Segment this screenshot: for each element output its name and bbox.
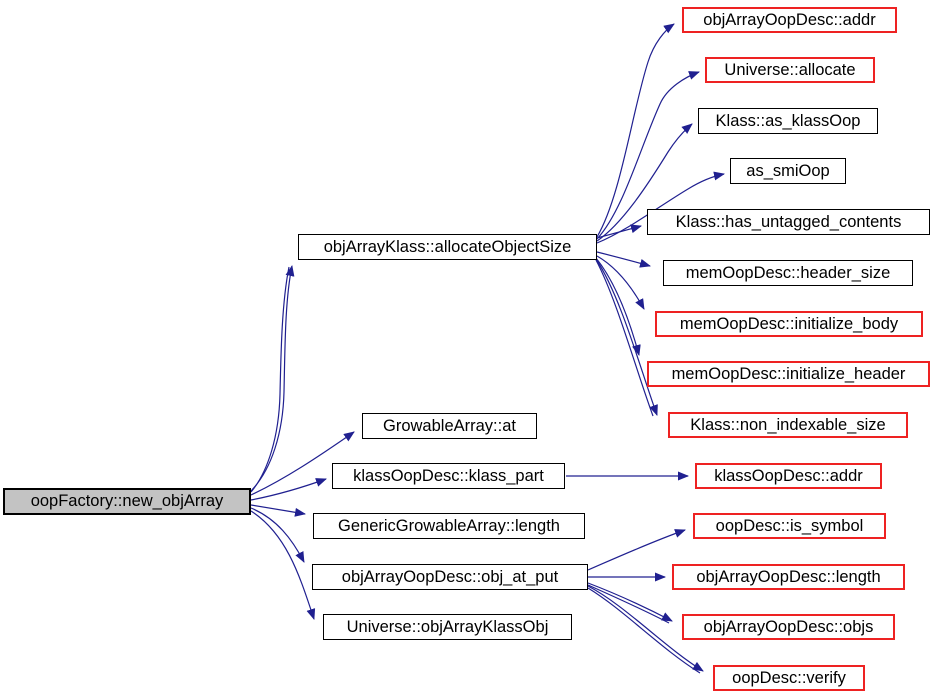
edge-newobjarray-growablearray-at [250,431,355,496]
node-klass-has-untagged-contents[interactable]: Klass::has_untagged_contents [647,209,930,235]
edge-allocate-non-indexable [595,259,654,417]
node-objarrayoopdesc-length[interactable]: objArrayOopDesc::length [672,564,905,590]
node-universe-objarrayklassobj[interactable]: Universe::objArrayKlassObj [323,614,572,640]
node-memoopdesc-initialize-header[interactable]: memOopDesc::initialize_header [647,361,930,387]
node-objarrayklass-allocateobjectsize[interactable]: objArrayKlass::allocateObjectSize [298,234,597,260]
edge-allocate-header-size [596,251,651,268]
node-klassoopdesc-addr[interactable]: klassOopDesc::addr [695,463,882,489]
node-genericgrowablearray-length[interactable]: GenericGrowableArray::length [313,513,585,539]
node-growablearray-at[interactable]: GrowableArray::at [362,413,537,439]
edge-newobjarray-length [250,504,306,517]
node-objarrayoopdesc-objs[interactable]: objArrayOopDesc::objs [682,614,895,640]
edge-newobjarray-objarrayklassobj [250,510,316,620]
node-memoopdesc-initialize-body[interactable]: memOopDesc::initialize_body [655,311,923,337]
edge-allocate-addr [596,23,675,238]
edge-newobjarray-klass-part [250,478,327,501]
edge-newobjarray-obj-at-put [250,507,305,563]
edge-objatput-verify [587,587,701,674]
node-klass-as-klassoop[interactable]: Klass::as_klassOop [698,108,878,134]
edge-allocate-non-indexable-arrow [595,258,658,416]
node-objarrayoopdesc-addr[interactable]: objArrayOopDesc::addr [682,7,897,33]
node-oopdesc-is-symbol[interactable]: oopDesc::is_symbol [693,513,886,539]
node-oopfactory-new-objarray: oopFactory::new_objArray [3,488,251,515]
node-oopdesc-verify[interactable]: oopDesc::verify [713,665,865,691]
node-klassoopdesc-klass-part[interactable]: klassOopDesc::klass_part [332,463,565,489]
node-universe-allocate[interactable]: Universe::allocate [705,57,875,83]
edge-newobjarray-allocateobjectsize-arrow [250,265,295,492]
edge-allocate-initialize-body [596,255,645,310]
edge-allocate-initialize-header [595,257,641,356]
node-memoopdesc-header-size[interactable]: memOopDesc::header_size [663,260,913,286]
edge-allocate-has-untagged [596,224,642,239]
node-as-smioop[interactable]: as_smiOop [730,158,846,184]
edge-newobjarray-allocateobjectsize [250,266,290,493]
edge-objatput-is-symbol [587,529,686,571]
edge-objatput-objs-arrow [587,582,673,622]
node-klass-non-indexable-size[interactable]: Klass::non_indexable_size [668,412,908,438]
edge-objatput-verify-arrow [587,585,704,672]
node-objarrayoopdesc-obj-at-put[interactable]: objArrayOopDesc::obj_at_put [312,564,588,590]
edge-objatput-objs [587,584,670,624]
edge-allocate-universe-allocate [596,71,700,240]
edge-allocate-as-klassoop [596,123,693,242]
